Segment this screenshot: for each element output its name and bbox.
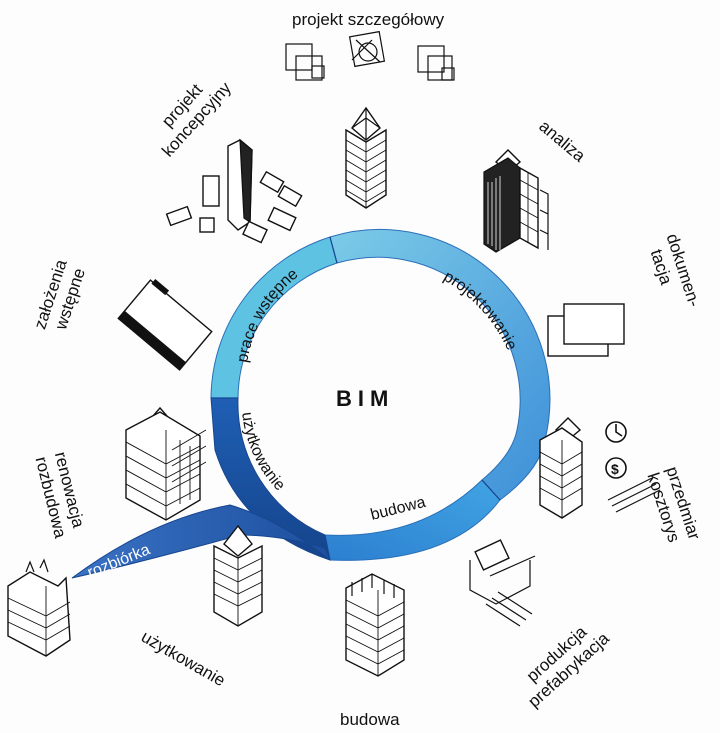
lifecycle-ring xyxy=(71,229,551,579)
label-uzytkowanie: użytkowanie xyxy=(138,627,229,690)
prefabrication-illustration xyxy=(469,539,536,627)
label-projekt-szczegolowy: projekt szczegółowy xyxy=(292,10,445,29)
label-projekt-koncepcyjny: projekt koncepcyjny xyxy=(158,78,235,161)
cost-estimate-illustration: $ xyxy=(539,417,661,519)
label-zalozenia: założenia wstępne xyxy=(30,257,89,333)
ring-label-budowa: budowa xyxy=(369,494,428,524)
ring-segment-prace xyxy=(210,236,338,399)
detailed-drawings-illustration xyxy=(285,30,455,81)
dollar-icon: $ xyxy=(605,457,627,479)
ring-segment-projektowanie xyxy=(329,229,551,501)
renovation-illustration xyxy=(125,406,207,521)
label-budowa: budowa xyxy=(340,710,400,729)
label-renowacja: renowacja rozbudowa xyxy=(31,450,88,541)
concept-blocks-illustration xyxy=(165,138,303,244)
label-przedmiar: przedmiar kosztorys xyxy=(643,464,704,544)
center-title: BIM xyxy=(336,386,394,411)
operation-tower-illustration xyxy=(213,524,263,627)
skyscraper-illustration xyxy=(345,106,387,209)
svg-text:$: $ xyxy=(611,461,619,477)
documents-illustration xyxy=(547,303,625,357)
ring-segment-budowa xyxy=(324,479,501,561)
ring-segment-uzytkowanie xyxy=(210,397,331,561)
construction-building-illustration xyxy=(345,573,405,677)
clock-icon xyxy=(605,421,627,443)
rozbiorka-arrow xyxy=(71,504,331,579)
label-produkcja: produkcja prefabrykacja xyxy=(523,622,613,711)
analysis-structure-illustration xyxy=(483,149,549,253)
label-analiza: analiza xyxy=(535,117,589,167)
label-dokumentacja: dokumen- tacja xyxy=(647,231,704,309)
clipboard-illustration xyxy=(117,279,213,371)
demolition-building-illustration xyxy=(7,558,71,657)
